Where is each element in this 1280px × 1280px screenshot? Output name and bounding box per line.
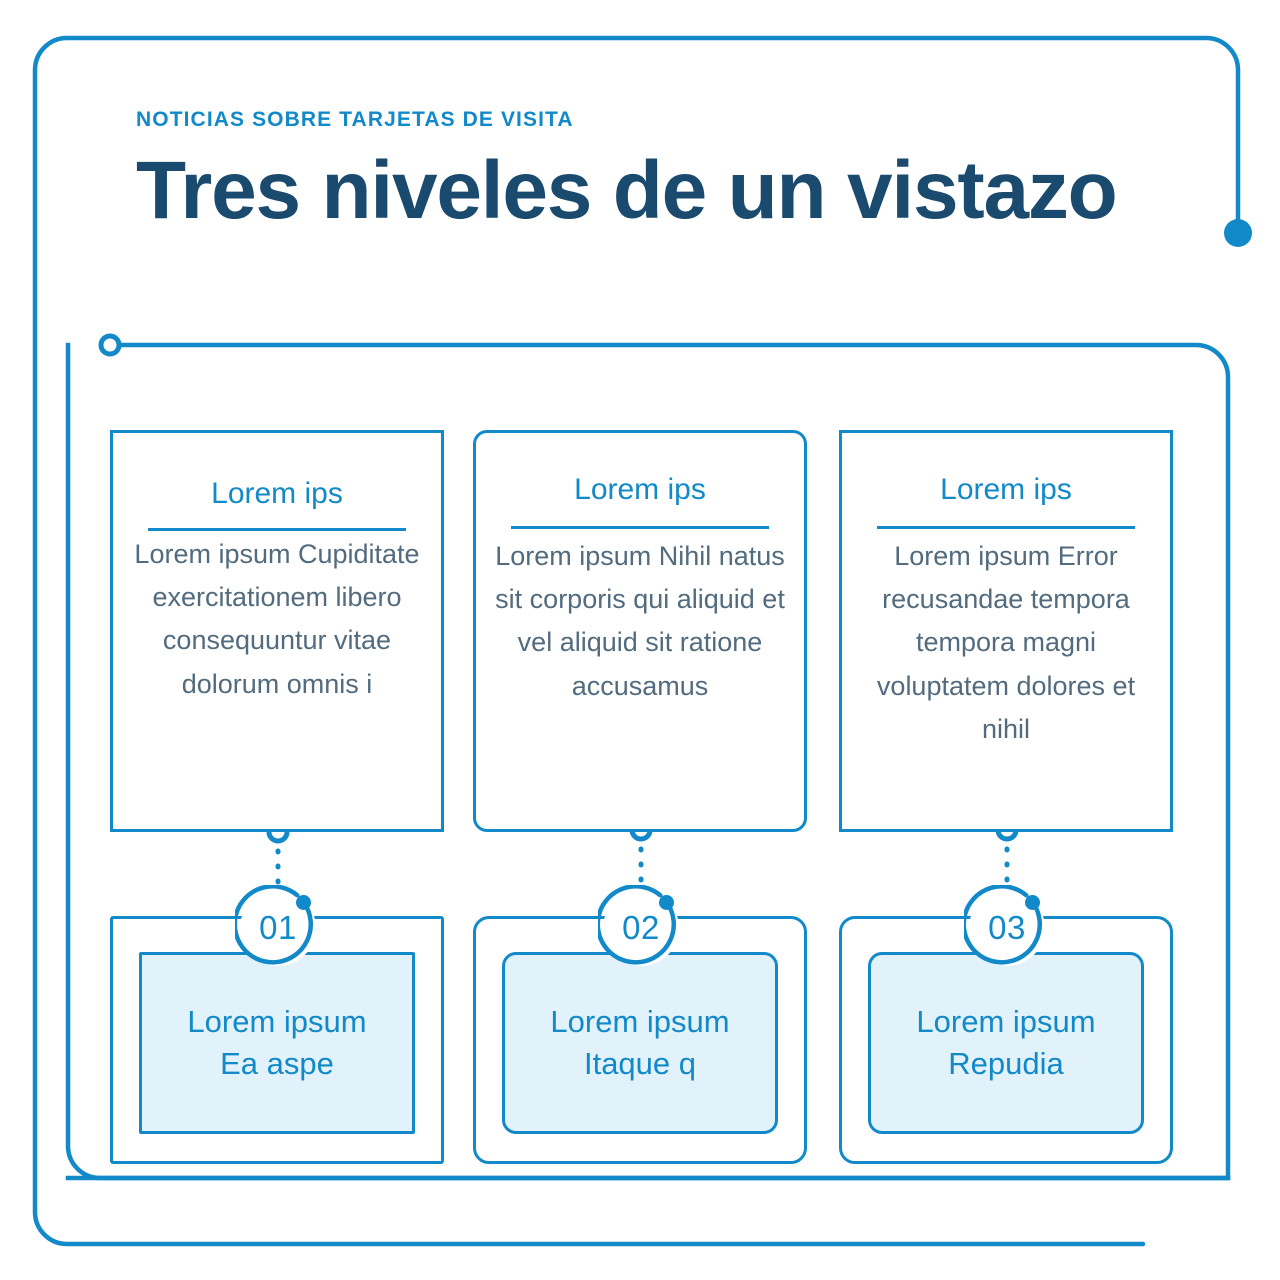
step-box-2-inner: Lorem ipsum Itaque q bbox=[502, 952, 778, 1134]
info-card-1-title: Lorem ips bbox=[211, 477, 343, 510]
info-card-1[interactable]: Lorem ips Lorem ipsum Cupiditate exercit… bbox=[110, 430, 444, 832]
info-card-1-body: Lorem ipsum Cupiditate exercitationem li… bbox=[134, 539, 420, 699]
step-number-badge-1: 01 bbox=[235, 885, 321, 971]
step-number-badge-3: 03 bbox=[964, 885, 1050, 971]
eyebrow-label: NOTICIAS SOBRE TARJETAS DE VISITA bbox=[136, 108, 574, 131]
info-card-3-body: Lorem ipsum Error recusandae tempora tem… bbox=[876, 541, 1136, 744]
step-number-badge-2: 02 bbox=[598, 885, 684, 971]
step-number-label-1: 01 bbox=[259, 909, 297, 946]
info-card-3-content: Lorem ips Lorem ipsum Error recusandae t… bbox=[842, 433, 1170, 751]
step-box-2-label: Lorem ipsum Itaque q bbox=[550, 1004, 730, 1081]
info-card-3[interactable]: Lorem ips Lorem ipsum Error recusandae t… bbox=[839, 430, 1173, 832]
page-title: Tres niveles de un vistazo bbox=[136, 145, 1118, 236]
info-card-2-divider bbox=[511, 526, 769, 529]
step-number-label-2: 02 bbox=[622, 909, 660, 946]
info-card-2-body: Lorem ipsum Nihil natus sit corporis qui… bbox=[495, 541, 785, 701]
step-box-3-label: Lorem ipsum Repudia bbox=[916, 1004, 1096, 1081]
page-header: NOTICIAS SOBRE TARJETAS DE VISITA Tres n… bbox=[136, 108, 1196, 232]
info-card-1-content: Lorem ips Lorem ipsum Cupiditate exercit… bbox=[113, 433, 441, 706]
info-card-3-divider bbox=[877, 526, 1135, 529]
step-badge-ring-3-icon bbox=[964, 885, 1045, 966]
info-card-2-title: Lorem ips bbox=[574, 473, 706, 506]
step-box-3-inner: Lorem ipsum Repudia bbox=[868, 952, 1144, 1134]
step-badge-ring-1-icon bbox=[235, 885, 316, 966]
step-box-1-inner: Lorem ipsum Ea aspe bbox=[139, 952, 415, 1134]
step-badge-ring-2-icon bbox=[598, 885, 679, 966]
step-number-label-3: 03 bbox=[988, 909, 1026, 946]
info-card-1-divider bbox=[148, 528, 406, 531]
step-box-1-label: Lorem ipsum Ea aspe bbox=[187, 1004, 367, 1081]
info-card-3-title: Lorem ips bbox=[940, 473, 1072, 506]
info-card-2[interactable]: Lorem ips Lorem ipsum Nihil natus sit co… bbox=[473, 430, 807, 832]
info-card-2-content: Lorem ips Lorem ipsum Nihil natus sit co… bbox=[476, 433, 804, 708]
